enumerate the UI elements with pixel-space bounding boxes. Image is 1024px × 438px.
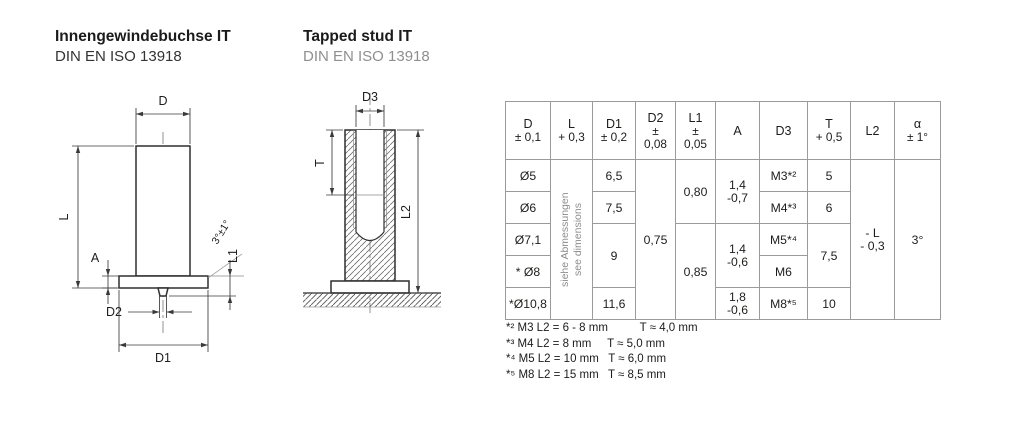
cell-d1: 6,5 [592, 159, 636, 192]
dim-label-l2: L2 [399, 205, 413, 219]
threaded-bore [353, 130, 387, 242]
cell-t: 6 [807, 191, 851, 224]
product-title-en: Tapped stud IT [303, 28, 413, 45]
cell-d: * Ø8 [505, 255, 551, 288]
cell-d1: 9 [592, 223, 636, 288]
col-header-l: L+ 0,3 [550, 101, 593, 160]
col-header-d: D± 0,1 [505, 101, 551, 160]
footnotes: *² M3 L2 = 6 - 8 mm T ≈ 4,0 mm *³ M4 L2 … [506, 321, 698, 383]
dim-label-t: T [313, 159, 327, 167]
col-header-l1: L1± 0,05 [675, 101, 716, 160]
cell-l-note: siehe Abmessungen see dimensions [550, 159, 593, 320]
dim-a: A [91, 251, 121, 304]
dim-d: D [135, 94, 191, 144]
col-header-l2: L2 [850, 101, 895, 160]
dim-label-l: L [57, 213, 71, 220]
footnote-m5: *⁴ M5 L2 = 10 mm T ≈ 6,0 mm [506, 353, 667, 365]
dim-label-l1: L1 [226, 249, 240, 263]
standard-ref-en: DIN EN ISO 13918 [303, 48, 430, 65]
cell-t: 7,5 [807, 223, 851, 288]
dim-d1: D1 [118, 290, 209, 365]
cell-d1: 11,6 [592, 287, 636, 320]
col-header-d1: D1± 0,2 [592, 101, 636, 160]
col-header-a: A [715, 101, 760, 160]
cell-l1: 0,85 [675, 223, 716, 320]
section-view-drawing: D3 T L2 [303, 90, 441, 313]
cell-l2: - L - 0,3 [850, 159, 895, 320]
product-title-de: Innengewindebuchse IT [55, 28, 231, 45]
cell-a: 1,4 -0,6 [715, 223, 760, 288]
stud-flange [118, 275, 209, 289]
cell-d3: M3*² [759, 159, 808, 192]
dim-d2: D2 [106, 294, 192, 319]
dim-label-d3: D3 [362, 90, 378, 104]
l-note-de: siehe Abmessungen [558, 192, 571, 287]
bore-bottom-arc [355, 231, 385, 242]
cell-d: *Ø10,8 [505, 287, 551, 320]
cell-d3: M8*⁵ [759, 287, 808, 320]
base-plate [303, 292, 441, 308]
col-header-alpha: α± 1° [894, 101, 941, 160]
dim-label-a: A [91, 251, 100, 265]
table-row: Ø7,1 9 0,85 1,4 -0,6 M5*⁴ 7,5 [505, 223, 941, 320]
cell-a: 1,8 -0,6 [715, 287, 760, 320]
cell-d3: M5*⁴ [759, 223, 808, 256]
footnote-m3: *² M3 L2 = 6 - 8 mm T ≈ 4,0 mm [506, 322, 698, 334]
cell-d3: M6 [759, 255, 808, 288]
cell-d: Ø7,1 [505, 223, 551, 256]
dimensions-table: D± 0,1 L+ 0,3 D1± 0,2 D2± 0,08 L1± 0,05 … [505, 101, 941, 320]
side-view-drawing: D L A D2 [57, 94, 244, 365]
table-row: Ø5 siehe Abmessungen see dimensions 6,5 … [505, 159, 941, 320]
dim-t: T [313, 129, 354, 196]
dim-d3: D3 [355, 90, 385, 127]
cell-t: 5 [807, 159, 851, 192]
angle-annotation: 3°±1° [207, 218, 244, 279]
dim-l: L [57, 145, 134, 289]
col-header-d2: D2± 0,08 [635, 101, 676, 160]
angle-label: 3°±1° [210, 218, 234, 246]
cell-t: 10 [807, 287, 851, 320]
cell-d: Ø6 [505, 191, 551, 224]
dim-label-d2: D2 [106, 305, 122, 319]
title-block-english: Tapped stud IT DIN EN ISO 13918 [303, 27, 430, 66]
cell-d2: 0,75 [635, 159, 676, 320]
dim-label-d1: D1 [155, 351, 171, 365]
cell-d3: M4*³ [759, 191, 808, 224]
table-header-row: D± 0,1 L+ 0,3 D1± 0,2 D2± 0,08 L1± 0,05 … [505, 101, 941, 160]
title-block-german: Innengewindebuchse IT DIN EN ISO 13918 [55, 27, 231, 66]
standard-ref-de: DIN EN ISO 13918 [55, 48, 182, 65]
dim-label-d: D [158, 94, 167, 108]
col-header-t: T+ 0,5 [807, 101, 851, 160]
dim-l1: L1 [169, 249, 240, 310]
footnote-m4: *³ M4 L2 = 8 mm T ≈ 5,0 mm [506, 337, 665, 350]
cell-d: Ø5 [505, 159, 551, 192]
col-header-d3: D3 [759, 101, 808, 160]
table-row: * Ø8 M6 [505, 255, 941, 288]
cell-l1: 0,80 [675, 159, 716, 224]
l-note-en: see dimensions [571, 203, 584, 276]
table-row: Ø6 7,5 M4*³ 6 [505, 191, 941, 224]
stud-flange [330, 280, 410, 294]
cell-d1: 7,5 [592, 191, 636, 224]
dim-l2: L2 [397, 129, 424, 294]
cell-alpha: 3° [894, 159, 941, 320]
stud-body [135, 145, 191, 277]
weld-tip [157, 287, 169, 297]
cell-a: 1,4 -0,7 [715, 159, 760, 224]
see-dimensions-note: siehe Abmessungen see dimensions [559, 166, 585, 314]
footnote-m8: *⁵ M8 L2 = 15 mm T ≈ 8,5 mm [506, 368, 666, 381]
table-row: *Ø10,8 11,6 1,8 -0,6 M8*⁵ 10 [505, 287, 941, 320]
